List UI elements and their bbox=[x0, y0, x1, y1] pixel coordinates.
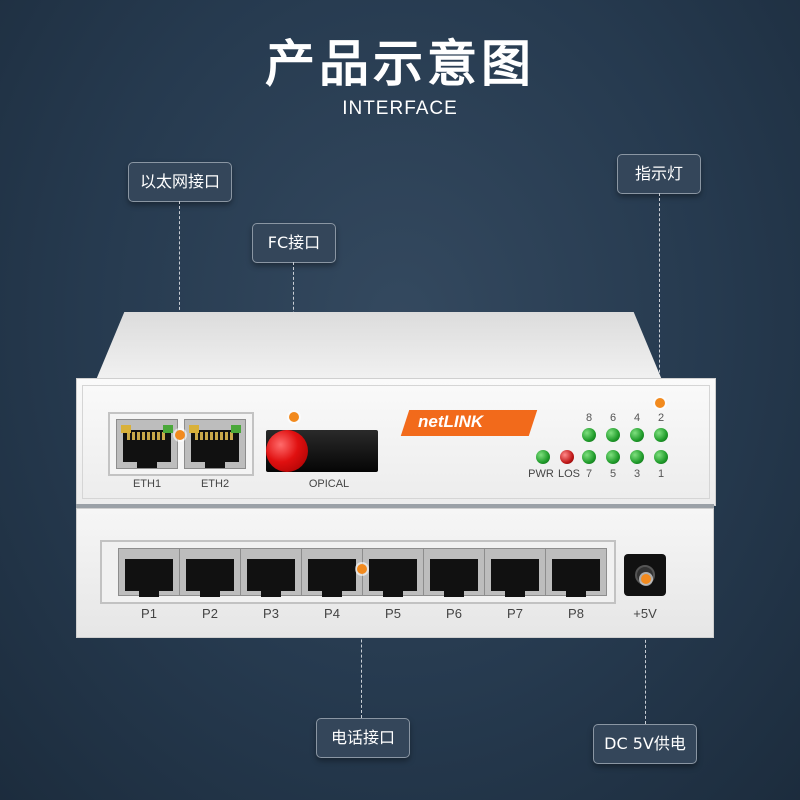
channel-led-1 bbox=[654, 450, 668, 464]
brand-logo-text: netLINK bbox=[418, 412, 484, 431]
channel-led-4 bbox=[630, 428, 644, 442]
eth1-label: ETH1 bbox=[132, 478, 162, 490]
marker-dot-indicator bbox=[655, 398, 665, 408]
los-led bbox=[560, 450, 574, 464]
callout-indicator: 指示灯 bbox=[617, 154, 701, 194]
marker-dot-power bbox=[641, 574, 651, 584]
led-number-1: 1 bbox=[657, 468, 665, 480]
port-label-p8: P8 bbox=[568, 606, 584, 621]
channel-led-6 bbox=[606, 428, 620, 442]
port-label-p1: P1 bbox=[141, 606, 157, 621]
leader-line-phone bbox=[361, 569, 362, 718]
phone-port-7[interactable] bbox=[484, 548, 546, 597]
port-label-p7: P7 bbox=[507, 606, 523, 621]
led-number-4: 4 bbox=[633, 412, 641, 424]
phone-port-5[interactable] bbox=[362, 548, 424, 597]
pwr-led bbox=[536, 450, 550, 464]
callout-fc: FC接口 bbox=[252, 223, 336, 263]
led-number-2: 2 bbox=[657, 412, 665, 424]
channel-led-2 bbox=[654, 428, 668, 442]
ethernet-port-2[interactable] bbox=[184, 419, 246, 469]
ethernet-port-group bbox=[108, 412, 254, 476]
channel-led-8 bbox=[582, 428, 596, 442]
channel-led-3 bbox=[630, 450, 644, 464]
phone-port-8[interactable] bbox=[545, 548, 607, 597]
leader-line-indicator bbox=[659, 193, 660, 403]
port-label-p6: P6 bbox=[446, 606, 462, 621]
power-label: +5V bbox=[633, 606, 657, 621]
phone-port-2[interactable] bbox=[179, 548, 241, 597]
callout-ethernet: 以太网接口 bbox=[128, 162, 232, 202]
device-gap bbox=[76, 504, 714, 508]
led-number-3: 3 bbox=[633, 468, 641, 480]
eth2-label: ETH2 bbox=[200, 478, 230, 490]
marker-dot-ethernet bbox=[175, 430, 185, 440]
channel-led-5 bbox=[606, 450, 620, 464]
led-number-7: 7 bbox=[585, 468, 593, 480]
pwr-label: PWR bbox=[528, 468, 554, 480]
marker-dot-phone bbox=[357, 564, 367, 574]
los-label: LOS bbox=[557, 468, 580, 480]
page-subtitle: INTERFACE bbox=[342, 98, 458, 119]
led-number-6: 6 bbox=[609, 412, 617, 424]
port-label-p3: P3 bbox=[263, 606, 279, 621]
port-label-p2: P2 bbox=[202, 606, 218, 621]
marker-dot-fc bbox=[289, 412, 299, 422]
ethernet-port-1[interactable] bbox=[116, 419, 178, 469]
optical-label: OPICAL bbox=[308, 478, 350, 490]
led-number-8: 8 bbox=[585, 412, 593, 424]
led-number-5: 5 bbox=[609, 468, 617, 480]
page-title: 产品示意图 bbox=[265, 35, 535, 93]
callout-power: DC 5V供电 bbox=[593, 724, 697, 764]
phone-port-4[interactable] bbox=[301, 548, 363, 597]
leader-line-power bbox=[645, 579, 646, 724]
fc-connector-cap bbox=[266, 430, 308, 472]
phone-port-1[interactable] bbox=[118, 548, 180, 597]
phone-port-3[interactable] bbox=[240, 548, 302, 597]
callout-phone: 电话接口 bbox=[316, 718, 410, 758]
port-label-p4: P4 bbox=[324, 606, 340, 621]
phone-port-6[interactable] bbox=[423, 548, 485, 597]
port-label-p5: P5 bbox=[385, 606, 401, 621]
channel-led-7 bbox=[582, 450, 596, 464]
device-top-panel bbox=[96, 312, 662, 380]
